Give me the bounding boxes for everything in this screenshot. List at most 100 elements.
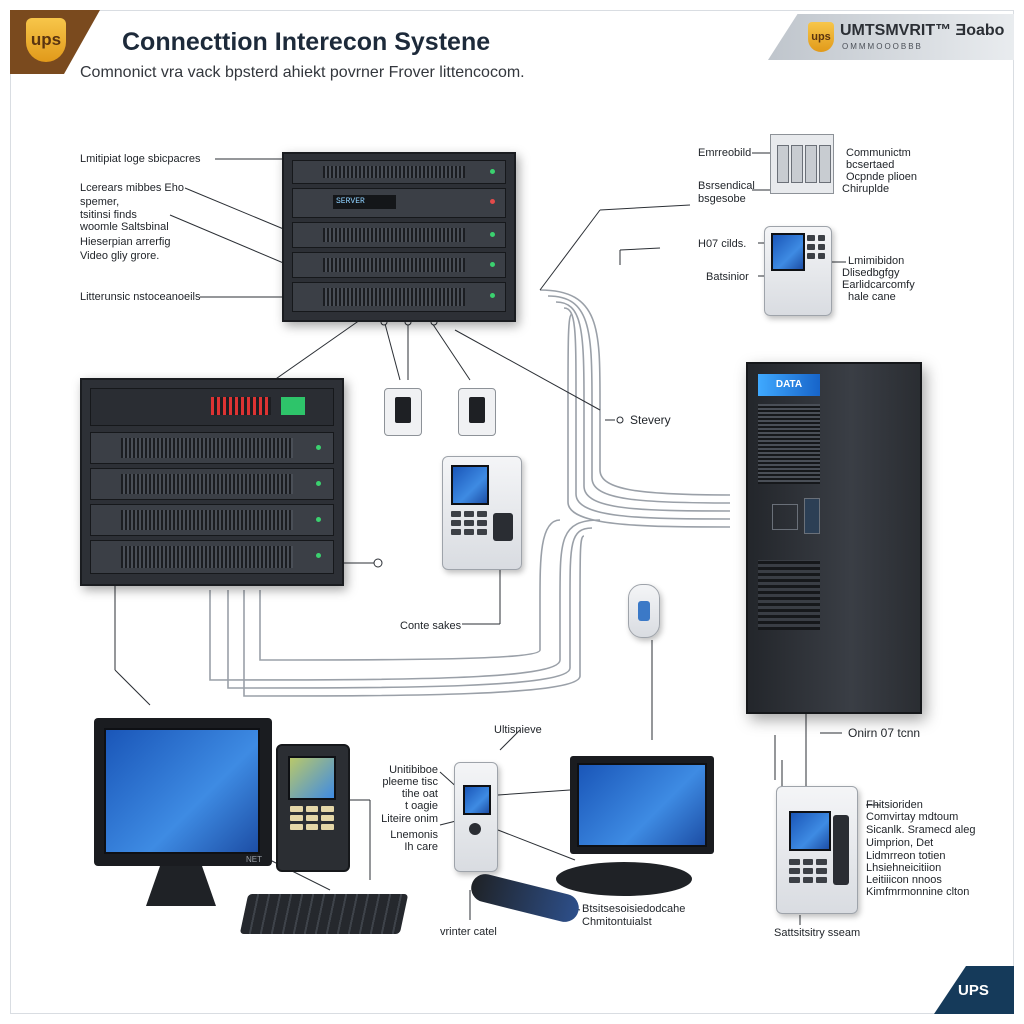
banner-logo-text: ups xyxy=(811,31,831,43)
label-rack-2: Lcerears mibbes Eho xyxy=(80,182,184,194)
label-switch-r4: Chiruplde xyxy=(842,183,890,195)
monitor-base xyxy=(556,862,692,896)
label-rb-5: Lidmrreon totien xyxy=(866,850,946,862)
label-ultisnieve: Ultisnieve xyxy=(494,724,542,736)
label-stevery: Stevery xyxy=(630,413,671,427)
label-rb-7: Leitiiicon nnoos xyxy=(866,874,942,886)
label-rack-1: Lmitipiat loge sbicpacres xyxy=(80,153,201,165)
main-server-rack[interactable]: SERVER xyxy=(282,152,516,322)
label-rb-6: Lhsiehneicitiion xyxy=(866,862,942,874)
tower-bay xyxy=(772,504,798,530)
label-rack-5: woomle Saltsbinal xyxy=(80,221,169,233)
rack-unit: SERVER xyxy=(292,188,506,218)
ups-shield-icon: ups xyxy=(26,18,66,62)
tower-badge: DATA xyxy=(758,374,820,396)
handheld-terminal[interactable] xyxy=(276,744,350,872)
label-onirn: Onirn 07 tcnn xyxy=(848,726,921,740)
security-panel[interactable] xyxy=(776,786,858,914)
label-center-5: Liteire onim xyxy=(381,813,438,825)
center-keypad-terminal[interactable] xyxy=(442,456,522,570)
label-switch-2: Bsrsendical xyxy=(698,180,755,192)
label-bottom-1: Btsitsesoisiedodcahe xyxy=(582,903,686,915)
label-rack-7: Video gliy grore. xyxy=(80,250,160,262)
rack-top-panel xyxy=(90,388,334,426)
rack-unit xyxy=(292,282,506,312)
label-hub-r1: Lmimibidon xyxy=(848,255,905,267)
corner-logo-text: UPS xyxy=(958,982,989,999)
label-rb-1: Fhitsioriden xyxy=(866,799,923,811)
controller-screen xyxy=(771,233,805,271)
banner-title: UMTSMVRIT™ Ǝoabo xyxy=(840,22,1005,39)
label-hub-r4: hale cane xyxy=(848,291,896,303)
secondary-screen xyxy=(577,763,707,847)
door-lock-left-icon[interactable] xyxy=(384,388,422,436)
label-writer-catel: vrinter catel xyxy=(440,926,497,938)
label-rack-8: Litterunsic nstoceanoeils xyxy=(80,291,201,303)
panel-screen xyxy=(789,811,831,851)
reader-sensor-icon xyxy=(469,823,481,835)
panel-keypad[interactable] xyxy=(789,859,827,883)
label-center-3: tihe oat xyxy=(401,788,438,800)
workstation-screen xyxy=(104,728,260,854)
rack-unit xyxy=(90,504,334,536)
label-rb-4: Uimprion, Det xyxy=(866,837,934,849)
controller-keypad[interactable] xyxy=(807,235,825,259)
fingerprint-reader-icon[interactable] xyxy=(493,513,513,541)
label-rb-2: Comvirtay mdtoum xyxy=(866,811,959,823)
label-switch-3: bsgesobe xyxy=(698,193,746,205)
entry-reader-screen xyxy=(463,785,491,815)
label-rb-8: Kimfmrmonnine clton xyxy=(866,886,970,898)
power-button-icon[interactable] xyxy=(804,498,820,534)
ups-shield-small-icon: ups xyxy=(808,22,834,52)
label-switch-r2: bcsertaed xyxy=(846,159,895,171)
label-rack-3: spemer, xyxy=(80,196,120,208)
logo-text: ups xyxy=(30,30,62,49)
tower-lower-vent xyxy=(758,560,820,630)
access-controller[interactable] xyxy=(764,226,832,316)
label-rack-4: tsitinsi finds xyxy=(80,209,137,221)
handheld-screen xyxy=(288,756,336,800)
rack-unit xyxy=(90,432,334,464)
label-bottom-2: Chmitontuialst xyxy=(582,916,652,928)
door-lock-right-icon[interactable] xyxy=(458,388,496,436)
label-center-7: Ih care xyxy=(404,841,438,853)
diagram-subtitle: Comnonict vra vack bpsterd ahiekt povrne… xyxy=(80,64,525,81)
label-center-1: Unitibiboe xyxy=(389,764,438,776)
label-rb-3: Sicanlk. Sramecd aleg xyxy=(866,824,976,836)
label-sattsitry: Sattsitsitry sseam xyxy=(774,927,861,939)
rack-unit xyxy=(90,540,334,574)
panel-button-column[interactable] xyxy=(833,815,849,885)
workstation-monitor[interactable]: NET xyxy=(94,718,272,866)
monitor-brand: NET xyxy=(246,855,262,864)
secondary-server-rack[interactable] xyxy=(80,378,344,586)
label-hub-2: Batsinior xyxy=(706,271,749,283)
label-center-6: Lnemonis xyxy=(390,829,438,841)
badge-reader[interactable] xyxy=(628,584,660,638)
label-switch-r3: Ocpnde plioen xyxy=(846,171,917,183)
label-hub-r2: Dlisedbgfgy xyxy=(842,267,900,279)
tower-server[interactable]: DATA xyxy=(746,362,922,714)
label-switch-r1: Communictm xyxy=(846,147,911,159)
rack-display: SERVER xyxy=(333,195,396,209)
terminal-screen xyxy=(451,465,489,505)
breaker-panel xyxy=(770,134,834,194)
label-hub-r3: Earlidcarcomfy xyxy=(842,279,915,291)
diagram-title: Connecttion Interecon Systene xyxy=(122,28,491,56)
tower-vent xyxy=(758,404,820,484)
entry-reader[interactable] xyxy=(454,762,498,872)
terminal-keypad[interactable] xyxy=(451,511,487,535)
rack-unit xyxy=(292,252,506,278)
rack-unit xyxy=(292,222,506,248)
label-hub-1: H07 cilds. xyxy=(698,238,747,250)
label-switch-1: Emrreobild xyxy=(698,147,752,159)
handheld-keypad[interactable] xyxy=(290,806,334,830)
rack-unit xyxy=(90,468,334,500)
label-center-4: t oagie xyxy=(404,800,438,812)
label-center-2: pleeme tisc xyxy=(382,776,438,788)
banner-subtitle: OMMMOOOBBB xyxy=(842,42,923,51)
monitor-stand xyxy=(146,866,216,906)
keyboard[interactable] xyxy=(239,894,409,934)
secondary-monitor[interactable] xyxy=(570,756,714,854)
